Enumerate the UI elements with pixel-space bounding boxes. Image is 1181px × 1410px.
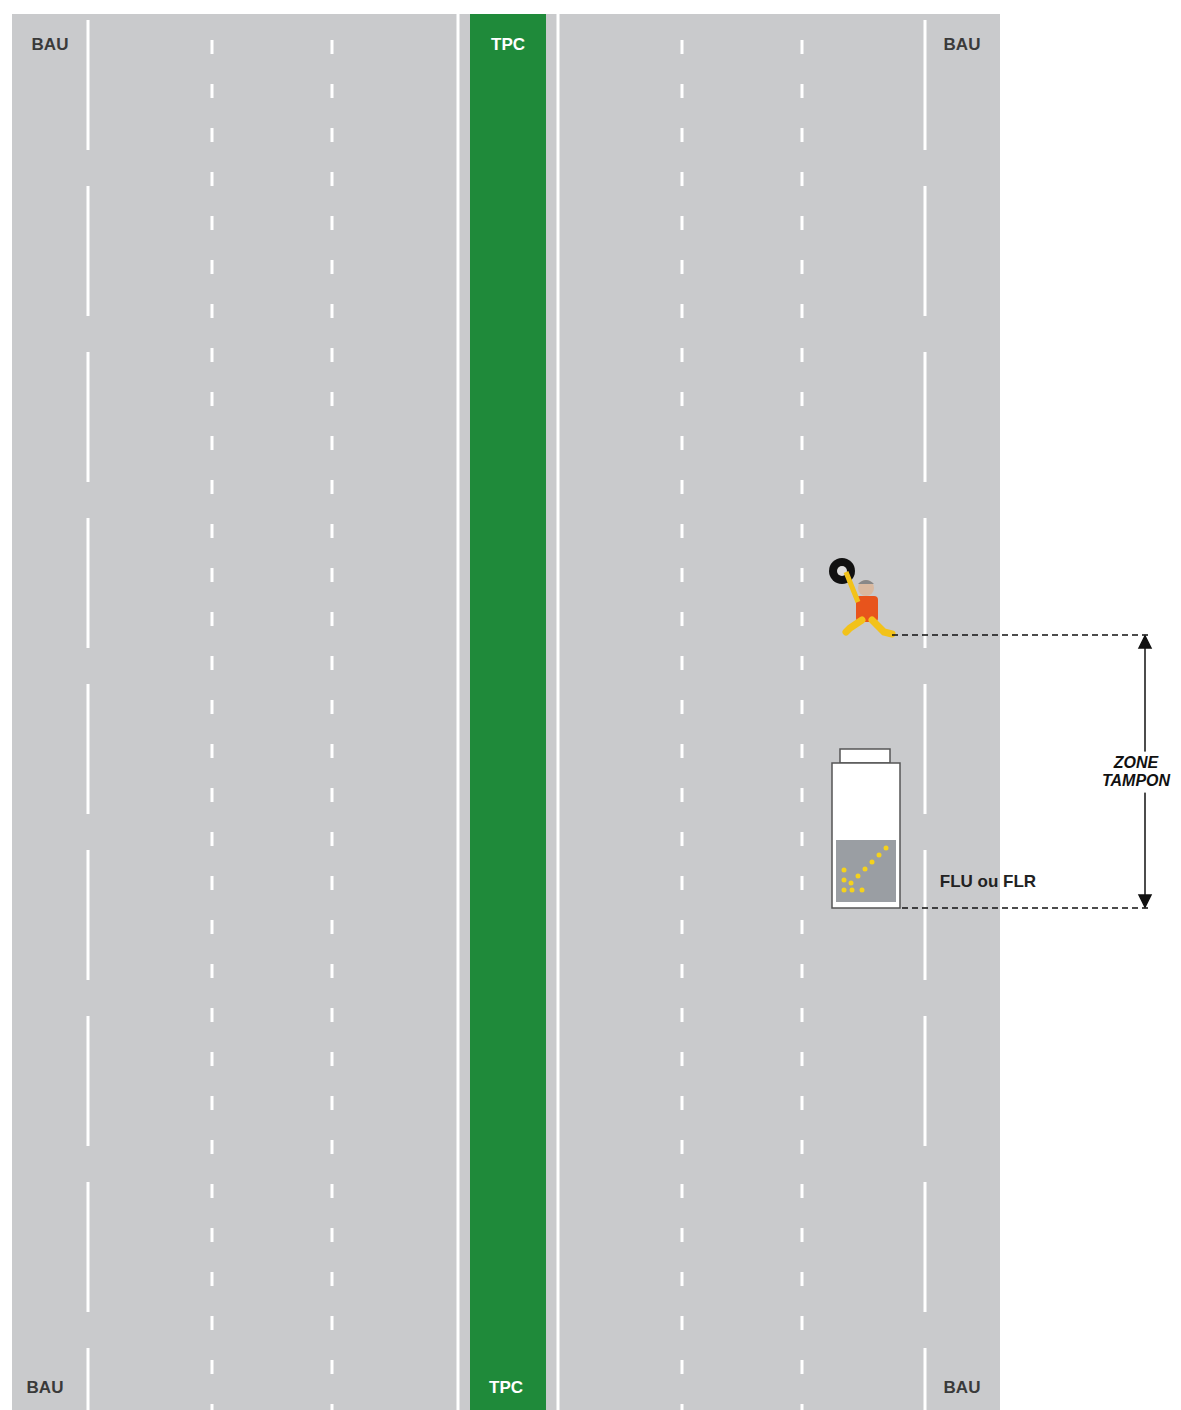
vehicle-label: FLU ou FLR <box>940 872 1036 892</box>
signal-truck <box>832 749 900 908</box>
road-surface <box>12 14 1000 1410</box>
shoulder-lines <box>88 14 925 1410</box>
lane-label: BAU <box>27 1378 64 1398</box>
median-label: TPC <box>489 1378 523 1398</box>
lane-label: BAU <box>944 35 981 55</box>
median-strip <box>470 14 546 1410</box>
lane-label: BAU <box>32 35 69 55</box>
edge-line <box>457 14 460 1410</box>
lane-label: BAU <box>944 1378 981 1398</box>
median-label: TPC <box>491 35 525 55</box>
worker-figure <box>829 558 892 634</box>
lane-lines <box>212 40 802 1410</box>
dimension-label: ZONE TAMPON <box>1096 752 1176 793</box>
edge-line <box>557 14 560 1410</box>
